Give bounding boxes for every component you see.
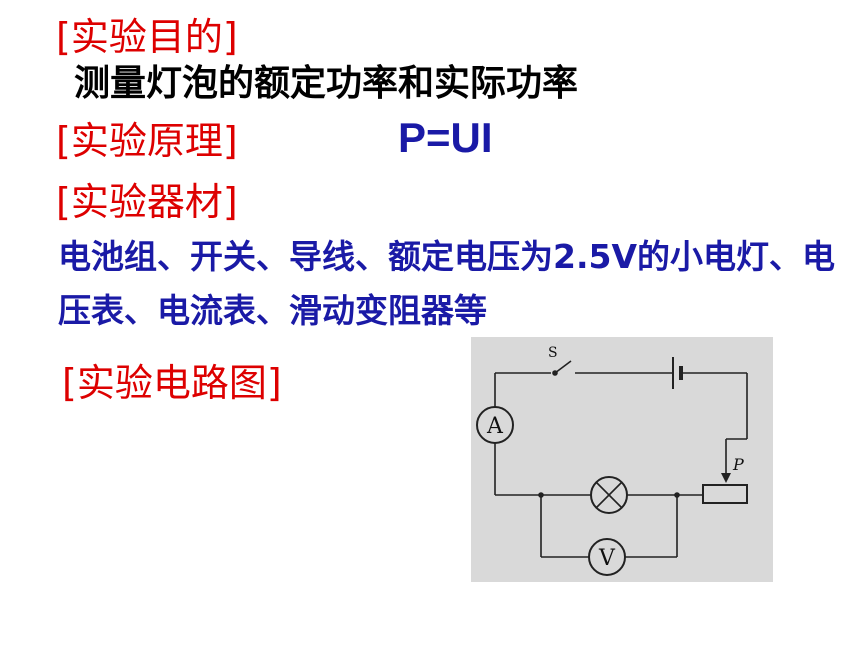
- lamp-circle: [590, 476, 628, 514]
- purpose-text: 测量灯泡的额定功率和实际功率: [74, 63, 579, 104]
- switch-pivot: [552, 370, 558, 376]
- circuit-heading: [实验电路图]: [62, 361, 282, 405]
- circuit-diagram: S A V P: [471, 337, 773, 582]
- junction-right: [674, 492, 680, 498]
- purpose-heading: [实验目的]: [56, 15, 238, 59]
- voltmeter-circle: [588, 538, 626, 576]
- junction-left: [538, 492, 544, 498]
- rheostat-body: [702, 484, 748, 504]
- principle-formula: P=UI: [398, 114, 493, 161]
- slider-arrow: [721, 473, 731, 483]
- lamp-cross-2: [595, 481, 623, 509]
- ammeter-label: A: [486, 414, 504, 439]
- switch-label: S: [548, 345, 558, 361]
- principle-heading: [实验原理]: [56, 119, 238, 163]
- voltmeter-label: V: [598, 546, 616, 571]
- slider-label: P: [732, 455, 744, 474]
- ammeter-circle: [476, 406, 514, 444]
- materials-heading: [实验器材]: [56, 180, 238, 224]
- materials-text: 电池组、开关、导线、额定电压为2.5V的小电灯、电压表、电流表、滑动变阻器等: [58, 237, 835, 330]
- switch-blade: [554, 360, 572, 374]
